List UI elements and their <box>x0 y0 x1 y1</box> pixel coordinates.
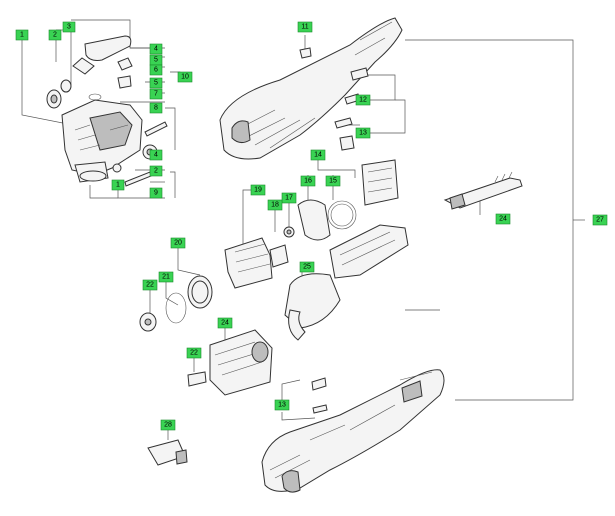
svg-text:4: 4 <box>154 46 158 53</box>
callout-13a: 13 <box>355 127 371 139</box>
callout-20: 20 <box>170 237 186 249</box>
callout-1: 1 <box>15 29 29 41</box>
svg-text:25: 25 <box>303 264 311 271</box>
svg-text:3: 3 <box>67 24 71 31</box>
nameplate <box>147 439 188 466</box>
svg-text:11: 11 <box>301 24 308 31</box>
svg-text:1: 1 <box>20 32 24 39</box>
svg-text:20: 20 <box>174 240 182 247</box>
svg-text:17: 17 <box>285 195 293 202</box>
svg-text:8: 8 <box>154 105 158 112</box>
gear-head-group <box>46 35 168 187</box>
svg-text:5: 5 <box>154 80 158 87</box>
svg-text:27: 27 <box>596 217 604 224</box>
svg-text:14: 14 <box>314 152 322 159</box>
svg-text:2: 2 <box>53 32 57 39</box>
svg-text:21: 21 <box>162 274 170 281</box>
svg-text:13: 13 <box>278 402 286 409</box>
callout-11: 11 <box>297 21 313 33</box>
svg-text:7: 7 <box>154 91 158 98</box>
cover-plate <box>84 35 132 61</box>
svg-text:9: 9 <box>154 190 158 197</box>
rotor-group <box>139 224 409 341</box>
callout-24a: 24 <box>217 317 233 329</box>
svg-text:6: 6 <box>154 67 158 74</box>
callout-7: 7 <box>149 88 163 100</box>
svg-text:22: 22 <box>190 350 198 357</box>
callout-4b: 4 <box>149 149 163 161</box>
svg-text:16: 16 <box>304 178 312 185</box>
lower-housing <box>261 369 445 493</box>
svg-text:1: 1 <box>116 182 120 189</box>
svg-text:24: 24 <box>221 320 229 327</box>
callout-5b: 5 <box>149 77 163 89</box>
svg-text:15: 15 <box>329 178 337 185</box>
svg-text:28: 28 <box>164 422 172 429</box>
svg-text:24: 24 <box>499 216 507 223</box>
callout-15: 15 <box>325 175 341 187</box>
callout-18: 18 <box>267 199 283 211</box>
callout-1b: 1 <box>111 179 125 191</box>
callout-14: 14 <box>310 149 326 161</box>
callout-25: 25 <box>299 261 315 273</box>
callout-22a: 22 <box>142 279 158 291</box>
callout-21: 21 <box>158 271 174 283</box>
callout-12: 12 <box>355 94 371 106</box>
motor-stator-group <box>283 159 399 241</box>
svg-text:12: 12 <box>359 97 367 104</box>
housing-shell-top <box>219 17 403 160</box>
callout-10: 10 <box>177 71 193 83</box>
svg-text:19: 19 <box>254 187 262 194</box>
motor-bracket-group <box>187 329 273 396</box>
svg-text:2: 2 <box>154 168 158 175</box>
callout-13b: 13 <box>274 399 290 411</box>
callout-19: 19 <box>250 184 266 196</box>
callout-2a: 2 <box>48 29 62 41</box>
callout-24b: 24 <box>495 213 511 225</box>
callout-9: 9 <box>149 187 163 199</box>
callout-16: 16 <box>300 175 316 187</box>
svg-text:18: 18 <box>271 202 279 209</box>
callout-6: 6 <box>149 64 163 76</box>
svg-text:22: 22 <box>146 282 154 289</box>
svg-text:4: 4 <box>154 152 158 159</box>
callout-22b: 22 <box>186 347 202 359</box>
callout-27: 27 <box>592 214 608 226</box>
callout-28: 28 <box>160 419 176 431</box>
slide-switch <box>443 171 523 210</box>
callout-2b: 2 <box>149 165 163 177</box>
svg-text:5: 5 <box>154 57 158 64</box>
callout-5a: 5 <box>149 54 163 66</box>
svg-text:10: 10 <box>181 74 189 81</box>
callout-4a: 4 <box>149 43 163 55</box>
callout-17: 17 <box>281 192 297 204</box>
svg-text:13: 13 <box>359 130 367 137</box>
callout-3: 3 <box>62 21 76 33</box>
upper-housing <box>219 17 403 160</box>
callout-8: 8 <box>149 102 163 114</box>
